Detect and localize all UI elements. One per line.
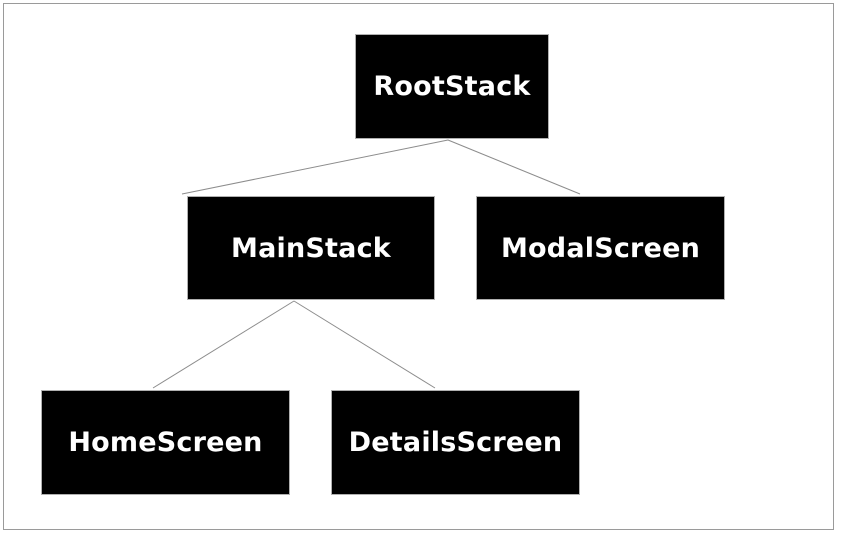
node-rootstack[interactable]: RootStack <box>355 34 549 139</box>
edge-rootstack-mainstack <box>181 139 449 195</box>
node-detailsscreen-label: DetailsScreen <box>348 427 563 458</box>
node-mainstack[interactable]: MainStack <box>187 196 435 300</box>
node-modalscreen-label: ModalScreen <box>500 232 701 264</box>
node-homescreen[interactable]: HomeScreen <box>41 390 290 495</box>
node-mainstack-label: MainStack <box>231 232 391 264</box>
edge-mainstack-detailsscreen <box>293 300 436 389</box>
edge-mainstack-homescreen <box>152 300 295 389</box>
node-rootstack-label: RootStack <box>373 71 531 102</box>
node-modalscreen[interactable]: ModalScreen <box>476 196 725 300</box>
edge-rootstack-modalscreen <box>447 139 581 195</box>
node-homescreen-label: HomeScreen <box>68 427 263 458</box>
node-detailsscreen[interactable]: DetailsScreen <box>331 390 580 495</box>
